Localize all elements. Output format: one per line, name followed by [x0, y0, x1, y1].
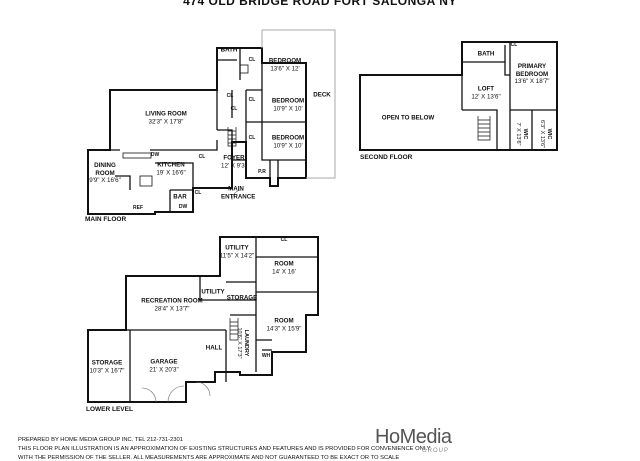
dishwasher-tag: DW	[178, 204, 188, 210]
dishwasher-tag: DW	[150, 152, 160, 158]
deck-label: DECK	[313, 91, 331, 99]
second-floor-heading: SECOND FLOOR	[360, 154, 413, 161]
footer-disclaimer-2: WITH THE PERMISSION OF THE SELLER. ALL M…	[18, 455, 400, 461]
homedia-logo: HoMedia GROUP	[375, 426, 452, 454]
footer-prepared-by: PREPARED BY HOME MEDIA GROUP INC. TEL 21…	[18, 437, 183, 443]
main-entrance-label: MAIN ENTRANCE	[221, 185, 256, 201]
closet-tag: CL	[248, 57, 256, 63]
closet-tag: CL	[280, 237, 288, 243]
main-bath-label: BATH	[220, 46, 238, 54]
closet-tag: CL	[230, 106, 238, 112]
closet-tag: CL	[198, 154, 206, 160]
closet-tag: CL	[226, 93, 234, 99]
lower-level-walls	[126, 237, 318, 402]
deck-outline	[261, 29, 336, 179]
main-floor-heading: MAIN FLOOR	[85, 216, 127, 223]
main-floor-walls	[110, 48, 306, 212]
closet-tag: CL	[248, 135, 256, 141]
refrigerator-tag: REF	[133, 205, 143, 211]
main-floor-outline	[87, 47, 307, 215]
lower-level-heading: LOWER LEVEL	[86, 406, 133, 413]
second-floor-walls	[461, 42, 557, 150]
plan-title: 474 OLD BRIDGE ROAD FORT SALONGA NY	[183, 0, 457, 8]
hall-label: HALL	[205, 344, 223, 352]
utility2-label: UTILITY	[201, 288, 225, 296]
storage1-label: STORAGE	[226, 294, 258, 302]
powder-room-tag: P.R	[258, 169, 266, 175]
water-heater-tag: WH	[261, 353, 271, 359]
second-floor-outline	[359, 41, 558, 151]
closet-tag: CL	[248, 97, 256, 103]
second-bath-label: BATH	[477, 50, 495, 58]
closet-tag: CL	[510, 42, 518, 48]
closet-tag: CL	[194, 190, 202, 196]
open-to-below-label: OPEN TO BELOW	[381, 114, 435, 122]
footer-disclaimer: THIS FLOOR PLAN ILLUSTRATION IS AN APPRO…	[18, 446, 431, 452]
bar-label: BAR	[173, 193, 187, 201]
